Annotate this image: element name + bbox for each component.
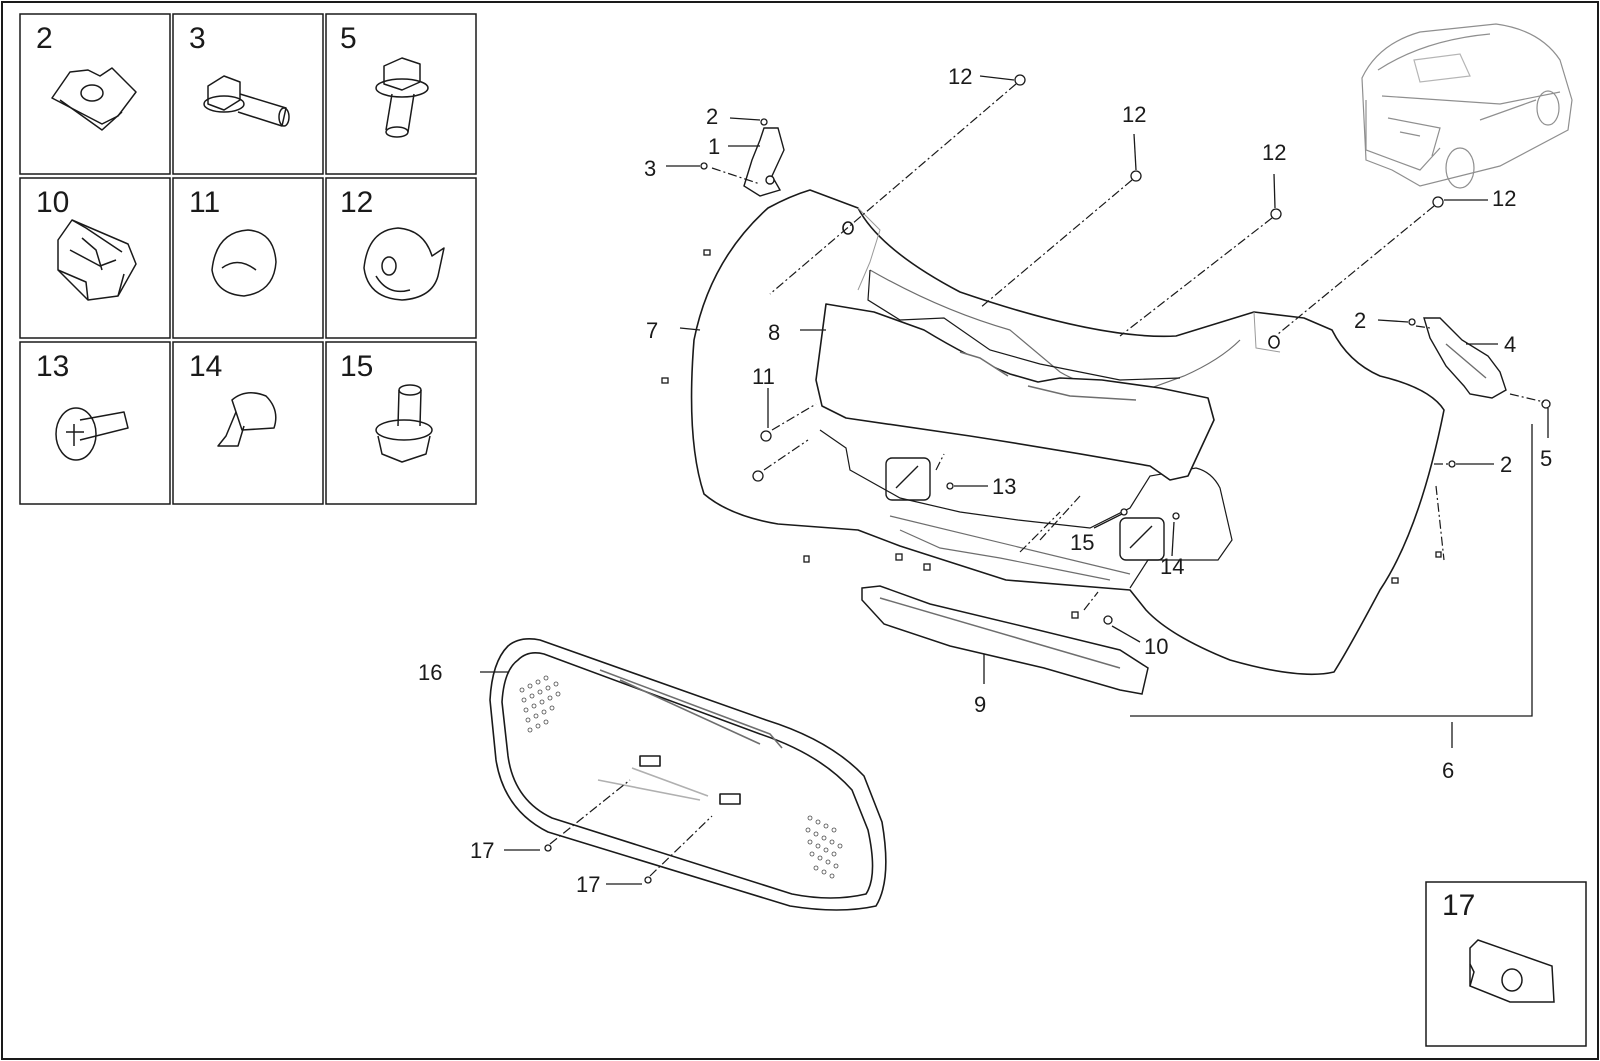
legend-number-5: 5 — [340, 22, 357, 55]
grommet-nut-icon — [363, 227, 445, 301]
callout-13: 13 — [992, 474, 1016, 499]
clip-misc-3 — [1391, 577, 1399, 584]
u-nut-icon — [1469, 939, 1555, 1003]
flange-bolt-short-icon — [203, 75, 290, 127]
legend-cell-15 — [325, 341, 477, 505]
legend-number-11: 11 — [189, 186, 220, 219]
callout-12-top: 12 — [948, 64, 972, 89]
callout-8: 8 — [768, 320, 780, 345]
clip-misc-7 — [923, 563, 931, 571]
callout-3: 3 — [644, 156, 656, 181]
lower-reflector-strip — [861, 585, 1149, 695]
legend-number-17: 17 — [1442, 889, 1475, 922]
leader-lines — [480, 75, 1549, 885]
callout-14: 14 — [1160, 554, 1184, 579]
legend-number-15: 15 — [340, 350, 373, 383]
callout-5: 5 — [1540, 446, 1552, 471]
legend-number-10: 10 — [36, 186, 69, 219]
plug-11-lower — [752, 470, 764, 482]
callout-6: 6 — [1442, 758, 1454, 783]
legend-cell-12 — [325, 177, 477, 339]
clip-nut-icon — [57, 219, 137, 301]
bolt-5 — [1541, 399, 1551, 409]
screw-rivet-icon — [217, 392, 277, 447]
callout-4: 4 — [1504, 332, 1516, 357]
callout-12-mid: 12 — [1122, 102, 1146, 127]
legend-number-14: 14 — [189, 350, 222, 383]
clip-misc-5 — [803, 555, 810, 563]
callout-11: 11 — [752, 364, 775, 389]
legend-number-12: 12 — [340, 186, 373, 219]
legend-number-13: 13 — [36, 350, 69, 383]
callout-9: 9 — [974, 692, 986, 717]
assembly-lines — [549, 83, 1545, 877]
spring-nut-2-lower — [1448, 460, 1456, 468]
rear-bumper-cover — [690, 189, 1445, 676]
rivet-13 — [946, 482, 954, 490]
vehicle-location-icon — [1361, 23, 1573, 189]
clip-misc-8 — [1071, 611, 1079, 619]
plug-cap-icon — [211, 229, 277, 297]
callout-12-far-right: 12 — [1492, 186, 1516, 211]
flange-bolt-long-icon — [375, 57, 429, 138]
callout-15: 15 — [1070, 530, 1094, 555]
clip-misc-4 — [1435, 551, 1442, 558]
clip-misc-1 — [703, 249, 711, 256]
grommet-12-top — [1014, 74, 1026, 86]
grommet-12-far-right — [1432, 196, 1444, 208]
clip-10 — [1103, 615, 1113, 625]
plate-mount-right — [1119, 517, 1165, 561]
licence-plate-carrier — [489, 638, 887, 911]
spring-nut-2-right — [1408, 318, 1416, 326]
legend-cell-10 — [19, 177, 171, 339]
callout-2-lower: 2 — [1500, 452, 1512, 477]
callout-10: 10 — [1144, 634, 1168, 659]
callout-1: 1 — [708, 134, 720, 159]
callout-16: 16 — [418, 660, 442, 685]
plug-11-upper — [760, 430, 772, 442]
callout-2-right: 2 — [1354, 308, 1366, 333]
u-nut-17-upper — [544, 844, 552, 852]
diagram-fasteners — [544, 74, 1551, 884]
bolt-3 — [700, 162, 708, 170]
callout-2-top: 2 — [706, 104, 718, 129]
clip-misc-6 — [895, 553, 903, 561]
legend-grid — [19, 13, 477, 505]
stud-15 — [1120, 508, 1128, 516]
legend-cell-13 — [19, 341, 171, 505]
legend-number-3: 3 — [189, 22, 206, 55]
callout-7: 7 — [646, 318, 658, 343]
carrier-vent-holes — [519, 675, 843, 879]
push-rivet-icon — [55, 407, 129, 461]
grommet-12-right — [1270, 208, 1282, 220]
stud-bolt-icon — [375, 384, 433, 463]
legend-number-2: 2 — [36, 22, 53, 55]
grommet-12-mid — [1130, 170, 1142, 182]
callout-17-upper: 17 — [470, 838, 494, 863]
legend-numbers: 2 3 5 10 11 12 13 14 15 — [36, 22, 373, 383]
center-trim-panel — [815, 303, 1215, 481]
legend-cell-2 — [19, 13, 171, 175]
callout-labels: 12 12 12 12 2 1 3 2 4 5 2 7 8 11 13 15 1… — [418, 64, 1552, 897]
callout-12-right: 12 — [1262, 140, 1286, 165]
clip-misc-2 — [661, 377, 669, 384]
left-bracket — [743, 127, 785, 197]
plate-mounts — [885, 457, 1165, 561]
right-bracket — [1423, 317, 1507, 399]
rivet-14 — [1172, 512, 1180, 520]
plate-mount-left — [885, 457, 931, 501]
legend-cell-11 — [172, 177, 324, 339]
u-nut-17-lower — [644, 876, 652, 884]
carrier-slot-left — [639, 755, 661, 767]
carrier-slot-right — [719, 793, 741, 805]
spring-nut-2-top — [760, 118, 768, 126]
callout-17-lower: 17 — [576, 872, 600, 897]
spring-nut-icon — [51, 67, 137, 131]
legend-cell-14 — [172, 341, 324, 505]
legend-cell-17 — [1425, 881, 1587, 1047]
legend-cell-5 — [325, 13, 477, 175]
legend-cell-3 — [172, 13, 324, 175]
